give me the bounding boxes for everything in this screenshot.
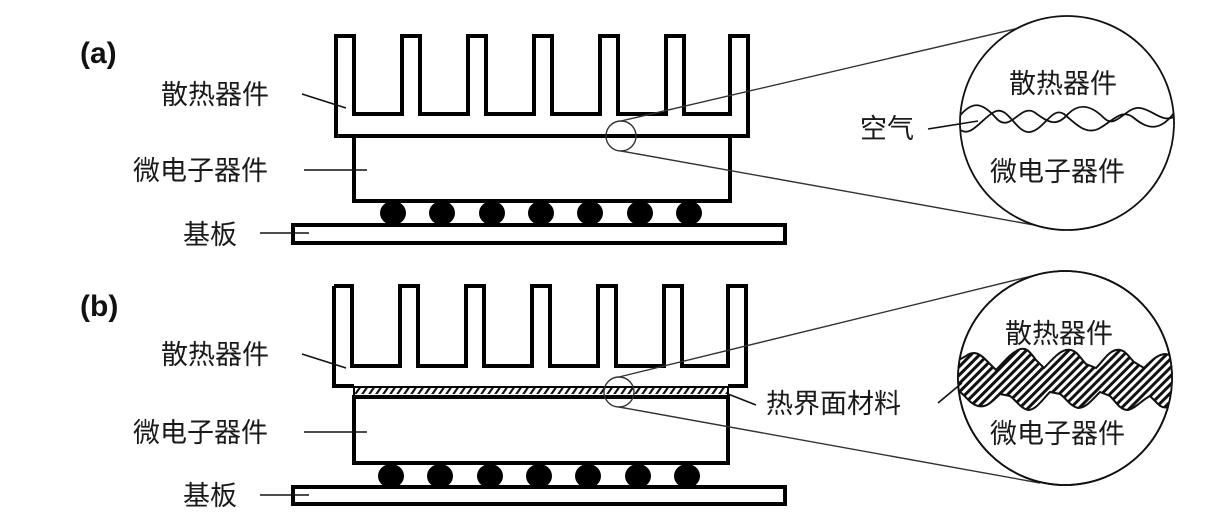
heatsink-a [334, 34, 750, 138]
solder-ball [575, 464, 601, 488]
substrate-b [291, 485, 787, 506]
magnified-b-bottom-label: 微电子器件 [990, 419, 1125, 450]
solder-ball [674, 464, 700, 488]
label-heatsink-a: 散热器件 [161, 80, 269, 111]
label-chip-a: 微电子器件 [133, 156, 268, 187]
heatsink-b-outline [332, 284, 748, 388]
solder-balls-a [380, 201, 702, 225]
leader-heatsink-a [301, 93, 347, 109]
zoom-line-top-b [618, 273, 1041, 378]
solder-ball [627, 201, 653, 225]
label-substrate-a: 基板 [183, 220, 237, 251]
zoom-line-bottom-b [618, 406, 1041, 484]
leader-heatsink-b [301, 353, 347, 369]
magnified-circle-a [959, 15, 1175, 231]
panel-a: (a) 散热器件 微电子器件 基板 [80, 15, 1175, 251]
solder-ball [378, 464, 404, 488]
solder-ball [528, 201, 554, 225]
heatsink-a-outline [334, 34, 750, 138]
leader-air [927, 120, 979, 130]
solder-ball [380, 201, 406, 225]
substrate-a [291, 223, 787, 245]
panel-b-tag: (b) [80, 290, 118, 323]
solder-ball [625, 464, 651, 488]
solder-ball [577, 201, 603, 225]
magnified-a-top-label: 散热器件 [1009, 69, 1117, 100]
zoom-line-bottom-a [620, 150, 1063, 231]
solder-ball [676, 201, 702, 225]
label-chip-b: 微电子器件 [133, 418, 268, 449]
solder-ball [427, 464, 453, 488]
zoom-line-top-a [620, 17, 1063, 122]
solder-ball [429, 201, 455, 225]
leader-tim [727, 393, 757, 406]
air-wave-upper [960, 104, 1174, 124]
panel-a-tag: (a) [80, 37, 117, 70]
label-heatsink-b: 散热器件 [161, 340, 269, 371]
chip-a [352, 134, 732, 203]
magnified-view-b: 散热器件 微电子器件 [957, 270, 1173, 486]
label-tim: 热界面材料 [766, 389, 901, 420]
solder-ball [477, 464, 503, 488]
label-air: 空气 [860, 114, 914, 145]
solder-ball [526, 464, 552, 488]
chip-b [352, 395, 730, 465]
solder-balls-b [378, 464, 700, 488]
magnified-a-bottom-label: 微电子器件 [990, 157, 1125, 188]
label-substrate-b: 基板 [183, 481, 237, 512]
air-wave-lower [960, 109, 1174, 133]
magnified-b-top-label: 散热器件 [1005, 319, 1113, 350]
magnified-view-a: 散热器件 微电子器件 [959, 15, 1175, 231]
solder-ball [479, 201, 505, 225]
panel-b: (b) 散热器件 微电子器件 基板 热界面材料 [80, 270, 1173, 512]
leader-tim-magnified [937, 382, 963, 404]
